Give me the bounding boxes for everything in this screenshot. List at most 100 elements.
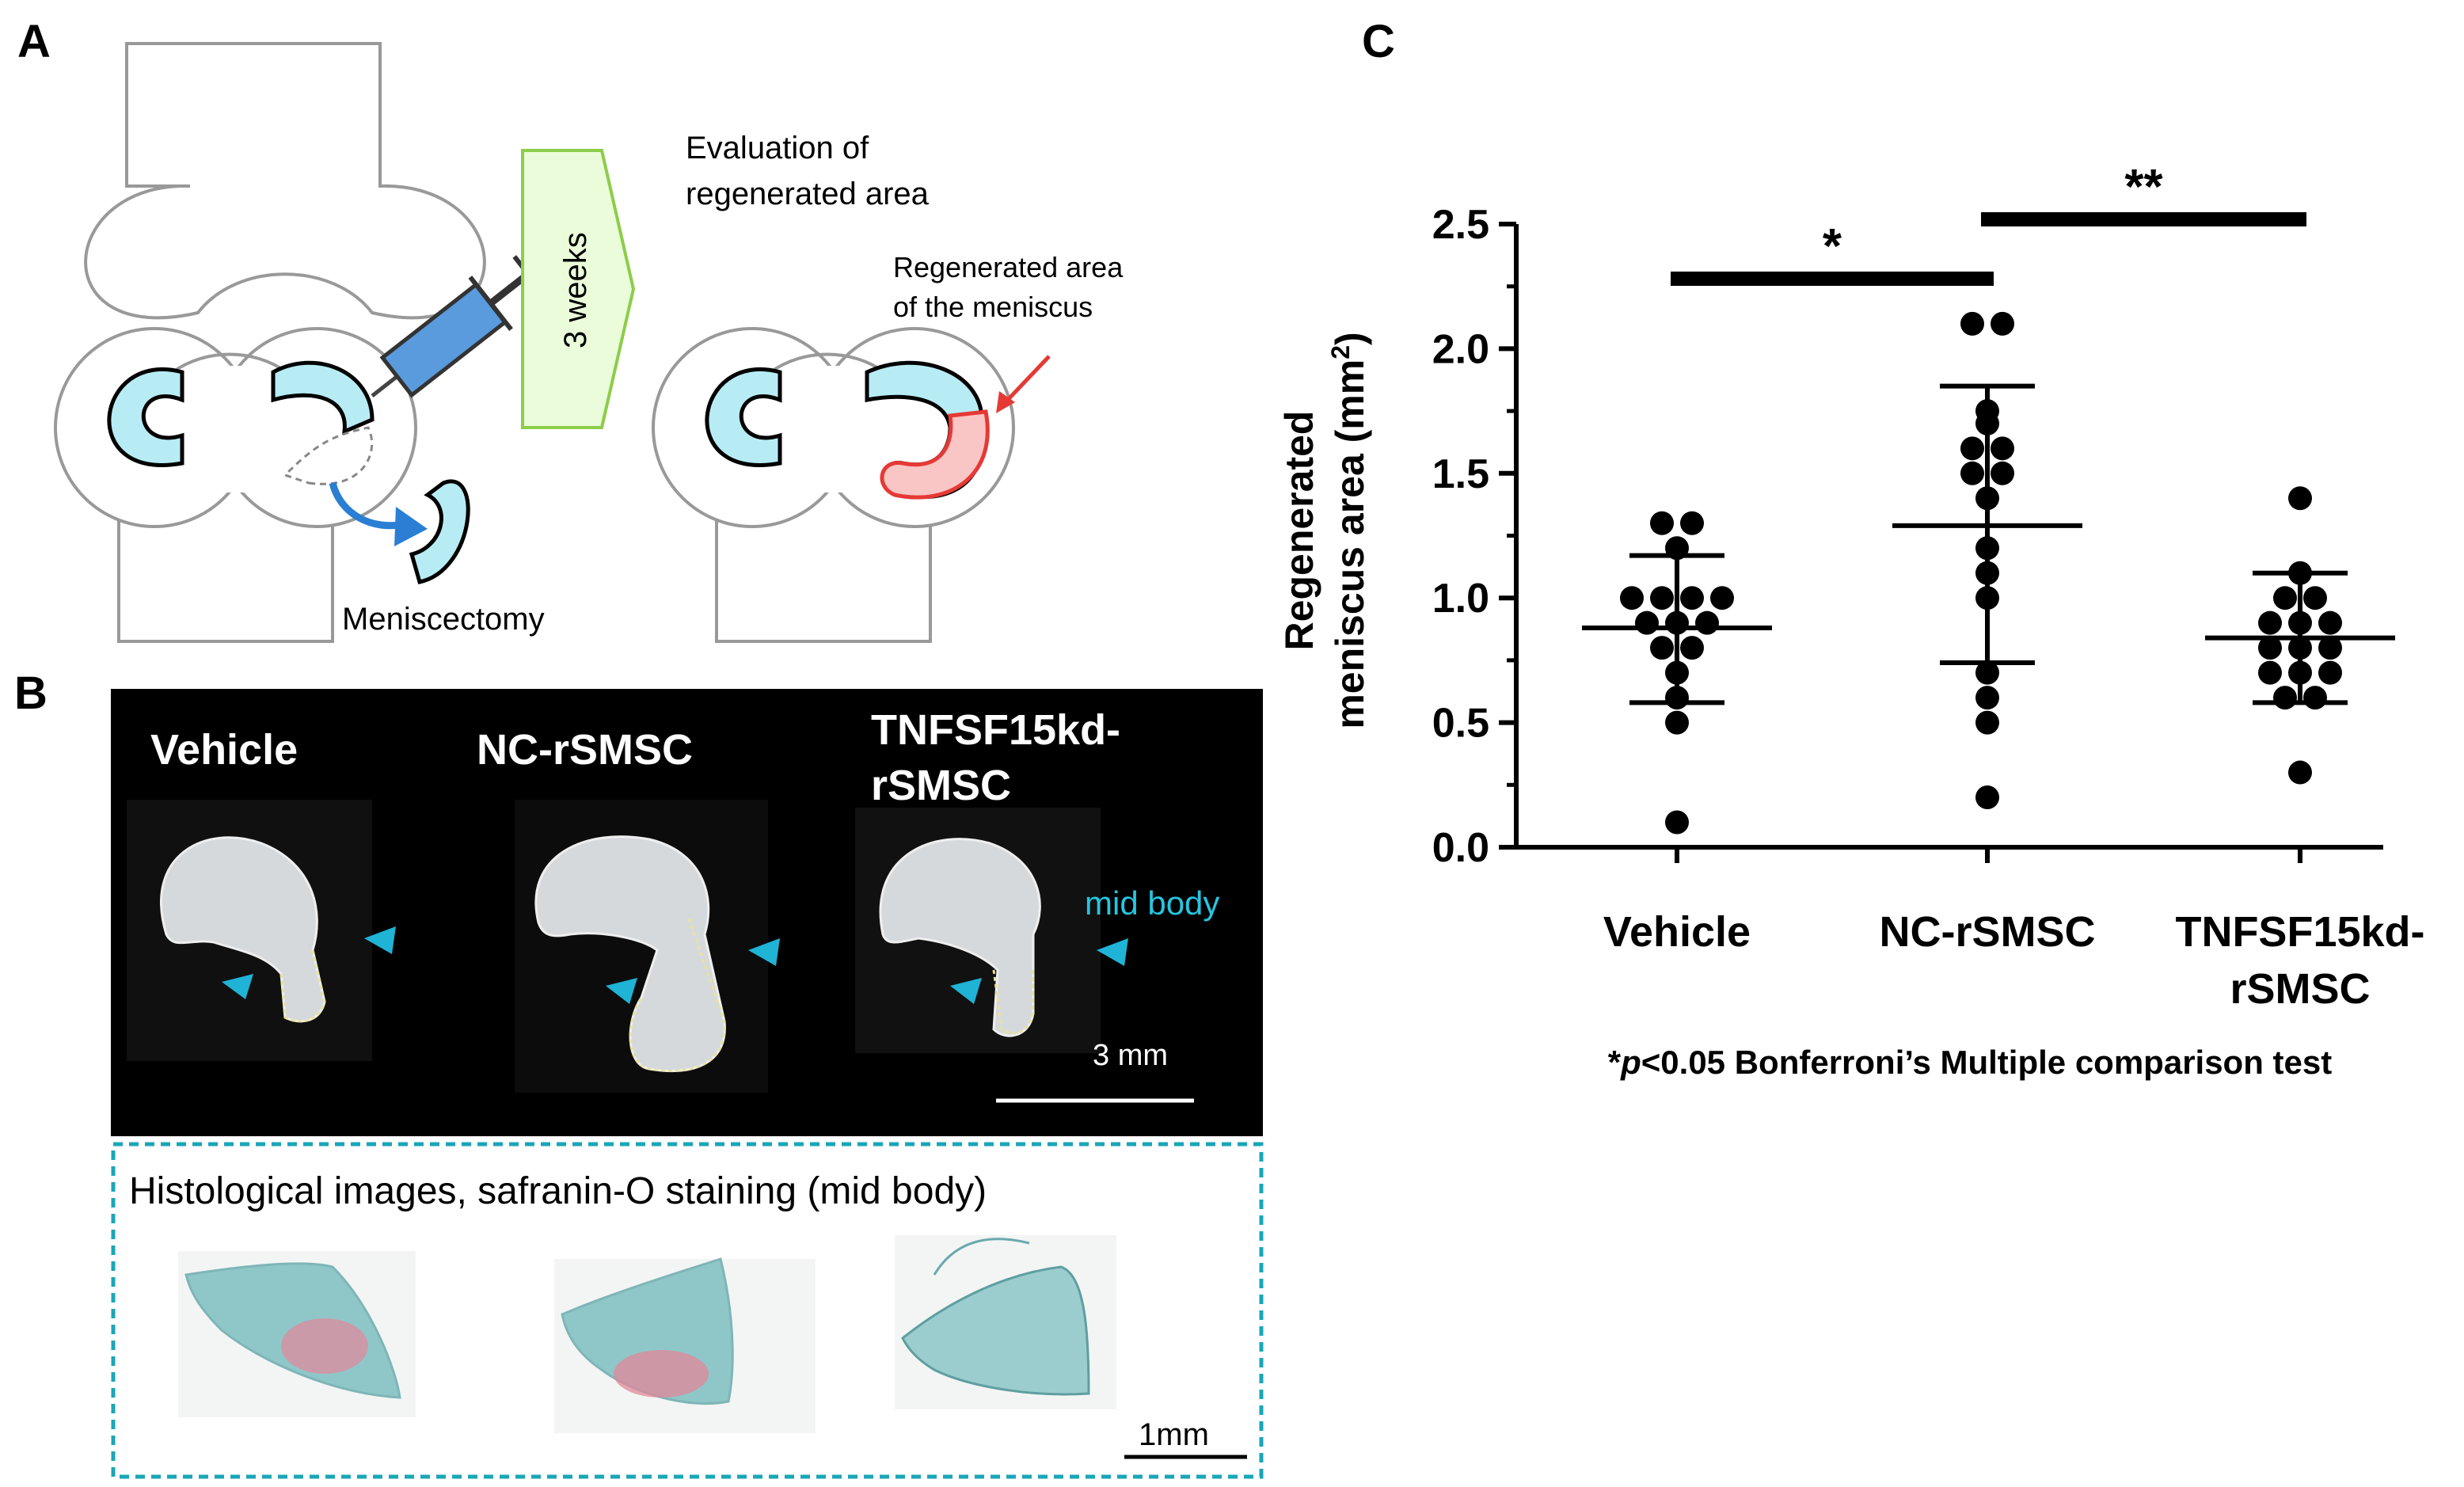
data-point bbox=[1650, 511, 1674, 535]
data-point bbox=[1665, 810, 1689, 835]
panel-c-label: C bbox=[1362, 16, 1395, 67]
data-point bbox=[2303, 686, 2327, 710]
group-kd-label-line2: rSMSC bbox=[871, 762, 1011, 809]
y-axis-label-line2: meniscus area (mm2) bbox=[1326, 332, 1372, 728]
x-tick-label: TNFSF15kd- bbox=[2175, 908, 2424, 956]
arrowhead-kd-2 bbox=[950, 978, 982, 1004]
data-point bbox=[1991, 311, 2014, 336]
meniscus-right-remaining bbox=[271, 360, 375, 435]
data-point bbox=[1680, 586, 1704, 610]
data-point bbox=[2303, 586, 2327, 610]
data-point bbox=[2273, 686, 2297, 710]
significance-label: * bbox=[1823, 219, 1842, 274]
meniscus-left-c bbox=[107, 367, 184, 467]
data-point bbox=[1960, 311, 1984, 336]
data-point bbox=[1665, 660, 1689, 685]
data-point bbox=[2288, 636, 2312, 660]
meniscectomy-label: Meniscectomy bbox=[342, 602, 545, 637]
meniscectomy-region bbox=[283, 426, 374, 485]
meniscus-right-c-left bbox=[705, 367, 782, 467]
regen-line1: Regenerated area bbox=[893, 251, 1124, 283]
removal-arrowhead bbox=[394, 507, 428, 546]
data-point bbox=[1975, 660, 1999, 685]
evaluation-line1: Evaluation of bbox=[686, 131, 869, 165]
mid-body-label: mid body bbox=[1085, 884, 1219, 922]
data-point bbox=[1975, 710, 1999, 735]
data-point bbox=[2258, 610, 2282, 635]
panel-b-images: B Vehicle NC-rSMSC TNFSF15kd- rSMSC mid … bbox=[14, 667, 1264, 1479]
y-axis-label-end: ) bbox=[1328, 332, 1372, 345]
data-point bbox=[1620, 586, 1644, 610]
y-tick-label: 2.0 bbox=[1432, 326, 1489, 372]
data-point bbox=[1991, 461, 2014, 485]
data-point bbox=[1975, 486, 1999, 511]
histology-nc-stain bbox=[614, 1350, 709, 1398]
data-point bbox=[2318, 636, 2342, 660]
y-tick-label: 1.0 bbox=[1432, 576, 1489, 622]
footnote: *p<0.05 Bonferroni’s Multiple comparison… bbox=[1608, 1044, 2332, 1081]
evaluation-line2: regenerated area bbox=[686, 177, 930, 211]
data-point bbox=[1960, 461, 1984, 485]
footnote-rest: <0.05 Bonferroni’s Multiple comparison t… bbox=[1641, 1044, 2332, 1081]
y-axis-label-line1: Regenerated bbox=[1277, 411, 1321, 651]
specimen-vehicle bbox=[160, 836, 326, 1023]
data-point bbox=[1975, 686, 1999, 710]
data-point bbox=[1665, 536, 1689, 561]
scale-photo-label: 3 mm bbox=[1093, 1039, 1168, 1072]
regen-line2: of the meniscus bbox=[893, 291, 1093, 323]
footnote-p: p bbox=[1620, 1044, 1641, 1081]
data-point bbox=[1665, 610, 1689, 635]
arrowhead-vehicle-1 bbox=[364, 926, 396, 954]
arrowhead-nc-2 bbox=[606, 978, 637, 1004]
panel-c-chart: C Regenerated meniscus area (mm2) 0.0 0.5… bbox=[1277, 16, 2425, 1081]
y-tick-label: 0.5 bbox=[1432, 701, 1489, 747]
weeks-label: 3 weeks bbox=[558, 232, 593, 348]
panel-b-label: B bbox=[14, 667, 48, 719]
group-kd-label-line1: TNFSF15kd- bbox=[871, 706, 1120, 754]
histology-vehicle-stain bbox=[281, 1318, 368, 1374]
tibia-left bbox=[54, 327, 417, 643]
data-point bbox=[1975, 411, 1999, 435]
y-tick-label: 0.0 bbox=[1432, 825, 1489, 871]
x-tick-label: Vehicle bbox=[1603, 908, 1751, 956]
arrowhead-kd-1 bbox=[1097, 938, 1128, 966]
x-tick-label: rSMSC bbox=[2230, 965, 2370, 1013]
data-point bbox=[2288, 760, 2312, 785]
histology-title: Histological images, safranin-O staining… bbox=[129, 1170, 987, 1212]
data-point bbox=[1665, 686, 1689, 710]
regen-pointer bbox=[1002, 355, 1051, 405]
data-point bbox=[2258, 636, 2282, 660]
group-nc-label: NC-rSMSC bbox=[477, 726, 693, 774]
data-point bbox=[2288, 561, 2312, 585]
regen-pointer-head bbox=[996, 391, 1015, 413]
y-axis-label-sup: 2 bbox=[1326, 345, 1355, 359]
scale-histo-label: 1mm bbox=[1139, 1417, 1209, 1452]
removal-arrow bbox=[329, 481, 405, 530]
data-point bbox=[1665, 710, 1689, 735]
footnote-star: * bbox=[1608, 1044, 1622, 1081]
regenerated-area-highlight bbox=[880, 409, 990, 500]
data-point bbox=[2318, 660, 2342, 685]
data-point bbox=[1975, 586, 1999, 610]
x-tick-label: NC-rSMSC bbox=[1879, 908, 2095, 956]
data-point bbox=[1650, 586, 1674, 610]
data-point bbox=[1991, 436, 2014, 461]
arrowhead-nc-1 bbox=[748, 938, 780, 966]
femur-outline bbox=[84, 42, 486, 320]
data-point bbox=[2318, 610, 2342, 635]
y-tick-label: 1.5 bbox=[1432, 451, 1489, 497]
removed-meniscus bbox=[409, 479, 470, 584]
histology-kd bbox=[901, 1265, 1090, 1396]
data-point bbox=[1975, 561, 1999, 585]
arrowhead-vehicle-2 bbox=[222, 974, 253, 999]
data-point bbox=[1975, 536, 1999, 561]
significance-label: ** bbox=[2124, 160, 2163, 215]
timing-arrow bbox=[521, 149, 636, 429]
data-point bbox=[1650, 636, 1674, 660]
data-point bbox=[1680, 636, 1704, 660]
data-point bbox=[1710, 586, 1734, 610]
panel-a-schematic: A Meniscectomy 3 weeks bbox=[17, 16, 1124, 643]
y-axis-label-main: meniscus area (mm bbox=[1328, 359, 1372, 729]
